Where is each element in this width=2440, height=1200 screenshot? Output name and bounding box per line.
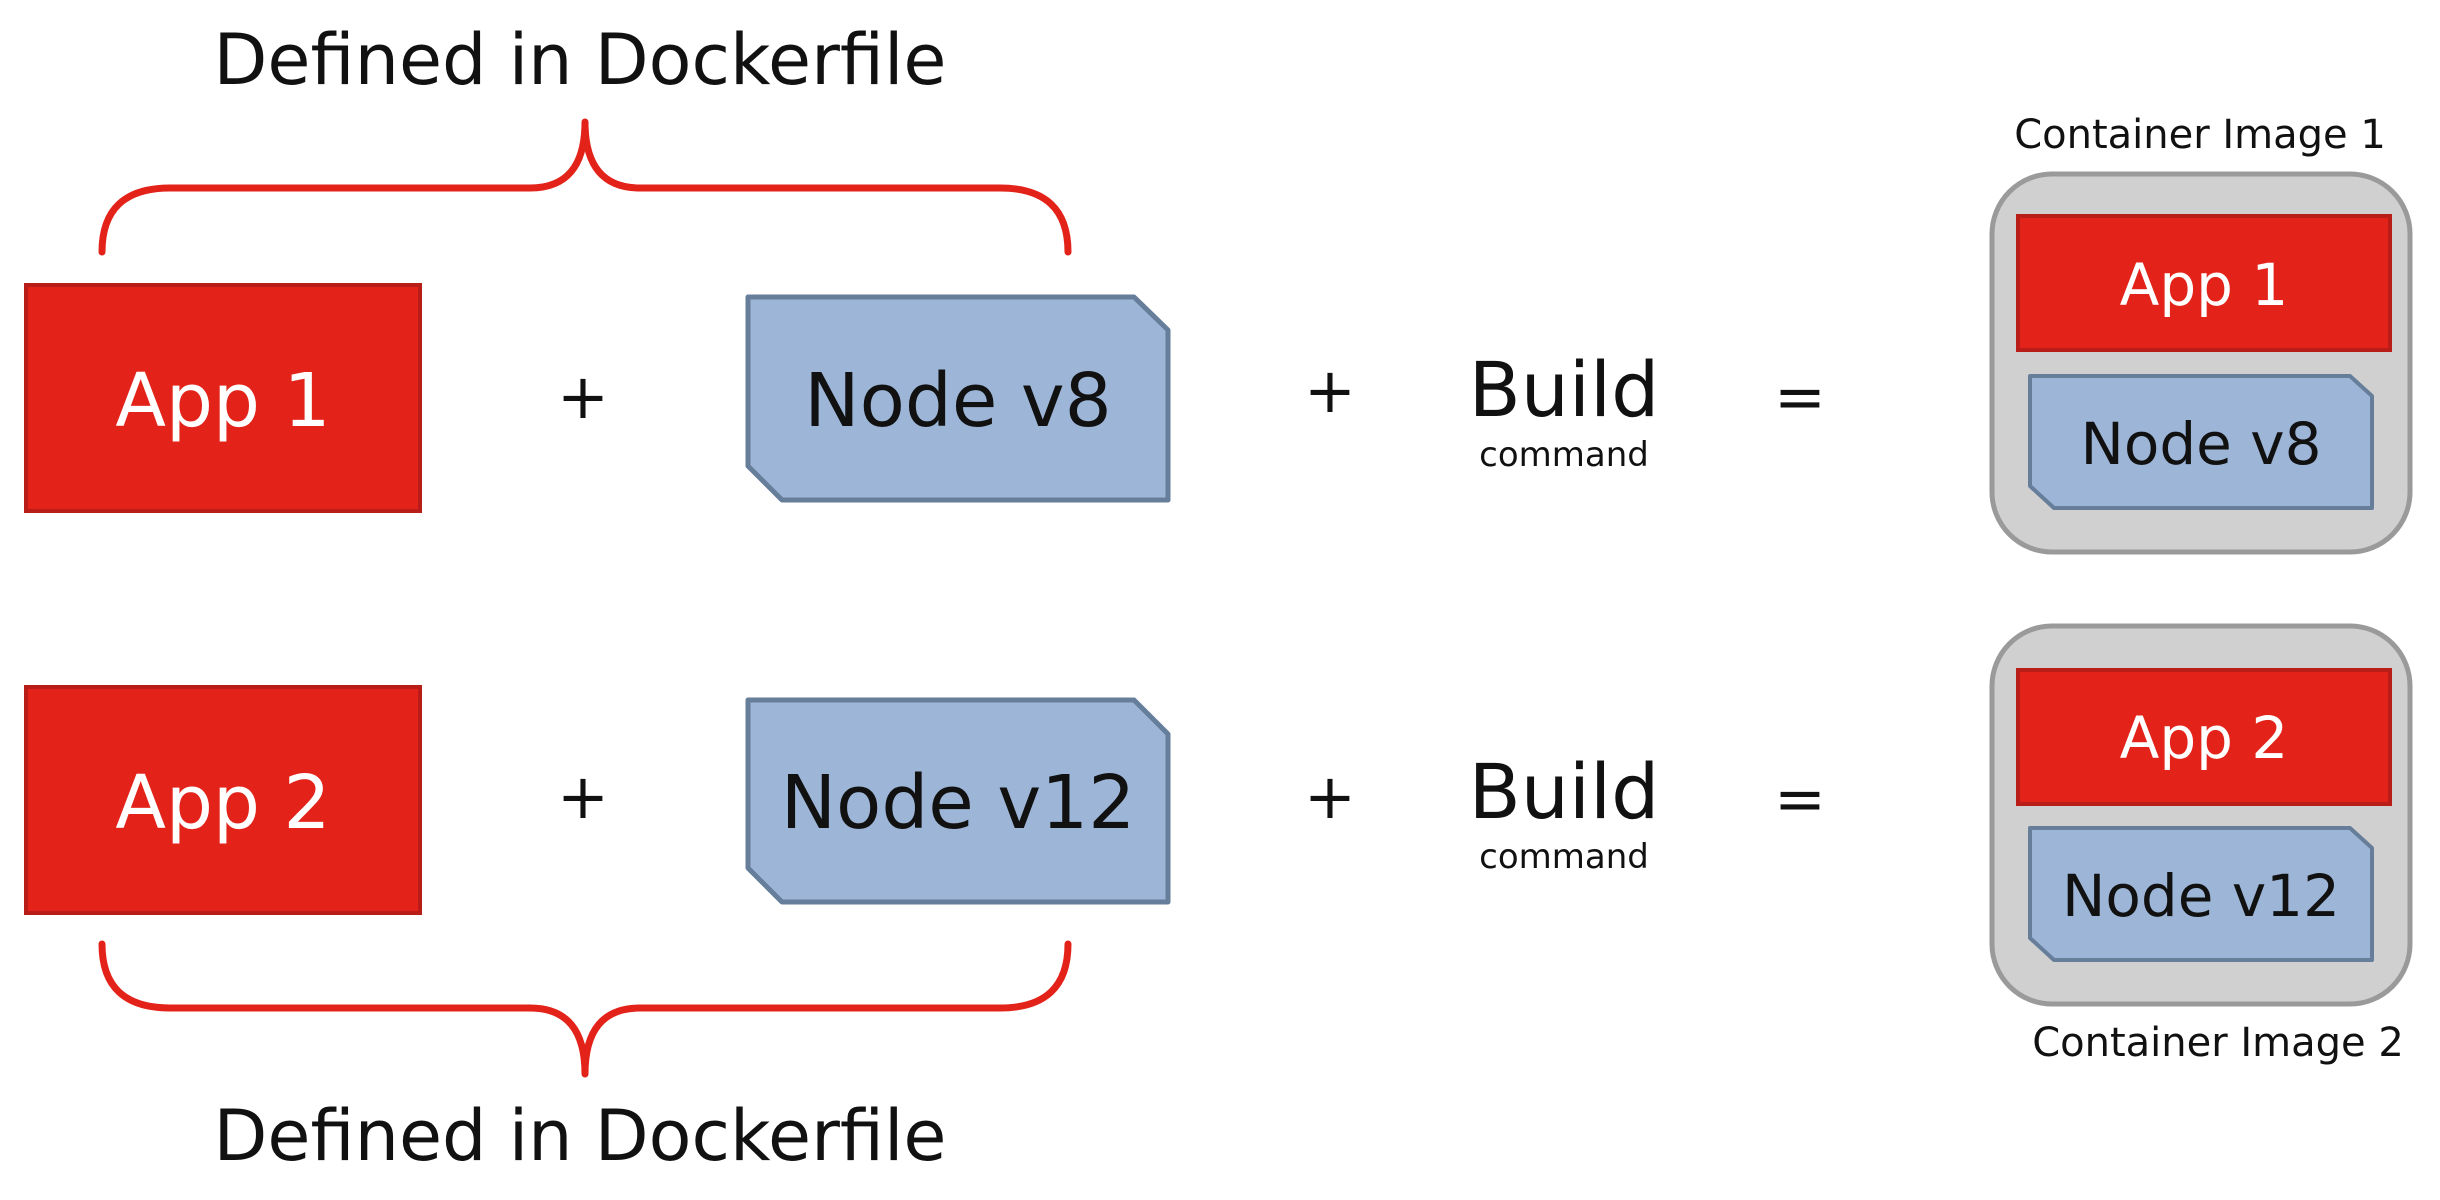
- container-image-1-title: Container Image 1: [2014, 112, 2386, 158]
- top-curly-brace: [98, 118, 1072, 256]
- app-2-block: [24, 685, 422, 915]
- row-2: App 2 + Node v12 + Build command = App 2…: [24, 623, 2413, 1066]
- container-image-2-title: Container Image 2: [2032, 1020, 2404, 1066]
- bottom-brace-label: Defined in Dockerfile: [214, 1095, 947, 1177]
- container-image-1-app: [2016, 214, 2392, 352]
- build-command-label: command: [1479, 435, 1649, 475]
- container-image-2-node-label: Node v12: [2062, 862, 2340, 930]
- app-1-block: [24, 283, 422, 513]
- container-image-2-app: [2016, 668, 2392, 806]
- build-label: Build: [1469, 345, 1660, 434]
- build-label: Build: [1469, 747, 1660, 836]
- app-1-label: App 1: [115, 358, 330, 444]
- container-image-2-app-label: App 2: [2120, 704, 2289, 772]
- plus-sign: +: [557, 760, 609, 833]
- plus-sign: +: [1304, 354, 1356, 427]
- node-v12-block: [745, 697, 1171, 905]
- equals-sign: =: [1774, 360, 1826, 433]
- container-image-1-node: [2028, 374, 2374, 510]
- node-v8-block: [745, 294, 1171, 503]
- node-v8-label: Node v8: [804, 358, 1112, 444]
- plus-sign: +: [557, 360, 609, 433]
- equals-sign: =: [1774, 762, 1826, 835]
- container-image-1-app-label: App 1: [2120, 251, 2289, 319]
- plus-sign: +: [1304, 760, 1356, 833]
- build-command-label: command: [1479, 837, 1649, 877]
- top-brace-label: Defined in Dockerfile: [214, 19, 947, 101]
- container-image-2-node: [2028, 826, 2374, 962]
- node-v12-label: Node v12: [781, 760, 1136, 846]
- bottom-curly-brace: [98, 940, 1072, 1078]
- row-1: App 1 + Node v8 + Build command = Contai…: [24, 112, 2413, 555]
- app-2-label: App 2: [115, 760, 330, 846]
- container-image-1-node-label: Node v8: [2080, 410, 2321, 478]
